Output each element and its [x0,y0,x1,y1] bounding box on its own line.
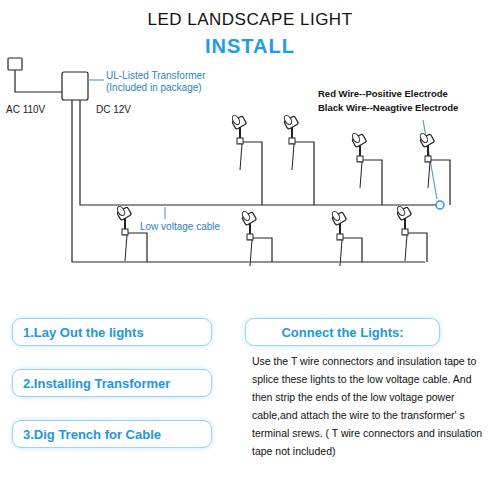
step-box: 3.Dig Trench for Cable [12,420,212,448]
spot-light [116,205,147,262]
step-text: 3.Dig Trench for Cable [23,427,161,442]
step-box: Connect the Lights: [245,318,440,346]
step-text: 2.Installing Transformer [23,376,170,391]
junction-dot [436,201,444,209]
wire-note: Red Wire--Positive Electrode [318,88,498,99]
step-box: 1.Lay Out the lights [12,318,212,346]
wire-note: Black Wire--Neagtive Electrode [318,102,498,113]
leader-line [164,207,165,219]
transformer-label: UL-Listed Transformer (Included in packa… [106,70,224,94]
voltage-label: DC 12V [96,104,156,116]
leader-line [88,79,104,80]
transformer-symbol [62,72,88,100]
page-title: LED LANDSCAPE LIGHT [0,10,500,30]
ac-wire [15,70,62,92]
instruction-text: Use the T wire connectors and insulation… [252,352,492,460]
step-box: 2.Installing Transformer [12,369,212,397]
low-voltage-cable [80,100,436,205]
page-subtitle: INSTALL [0,34,500,58]
plug-icon [8,58,22,70]
step-text: 1.Lay Out the lights [23,325,144,340]
spot-light [331,210,362,266]
spot-light [231,114,262,205]
voltage-label: AC 110V [6,104,66,116]
spot-light [283,114,314,205]
spot-light [419,132,450,205]
spot-light [351,132,382,205]
cable-label: Low voltage cable [140,221,240,233]
step-text: Connect the Lights: [281,325,403,340]
spot-light [241,210,272,266]
low-voltage-cable [72,100,425,262]
spot-light [396,205,427,262]
